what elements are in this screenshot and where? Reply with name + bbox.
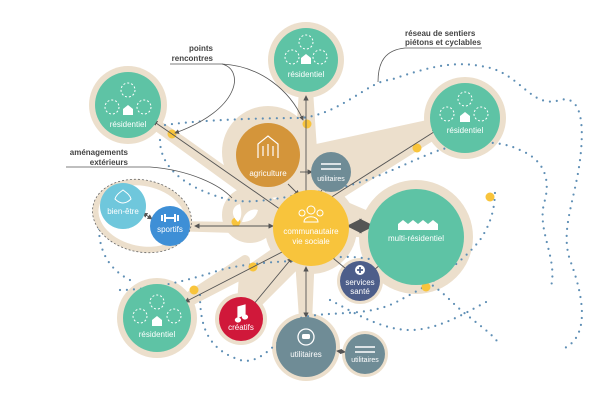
annotation-points-rencontres-line2: rencontres — [172, 54, 214, 63]
node-label: vie sociale — [292, 237, 330, 246]
node-label: créatifs — [228, 323, 254, 332]
node-label: agriculture — [249, 169, 287, 178]
node-multi-residentiel: multi-résidentiel — [368, 189, 464, 285]
meeting-point — [485, 192, 495, 202]
annotation-reseau-line2: piétons et cyclables — [405, 38, 482, 47]
node-residentiel-right: résidentiel — [430, 83, 500, 153]
node-bien-etre: bien-être — [100, 183, 146, 229]
dotted-path — [158, 138, 554, 292]
greenhouse-wheat-icon — [257, 135, 279, 158]
annotation-amenagements-line2: extérieurs — [90, 158, 129, 167]
node-residentiel-left: résidentiel — [95, 72, 161, 138]
node-label: santé — [350, 287, 370, 296]
node-label: multi-résidentiel — [388, 234, 444, 243]
annotation-points-rencontres-line1: points — [189, 44, 214, 53]
tools-icon — [355, 346, 375, 353]
leaf-icon — [232, 204, 258, 222]
node-label: communautaire — [283, 227, 339, 236]
dotted-path — [328, 298, 492, 332]
meeting-point — [421, 282, 431, 292]
music-note-icon — [234, 304, 249, 323]
dotted-path — [163, 63, 584, 352]
node-communautaire: communautaire vie sociale — [273, 190, 349, 266]
node-label: résidentiel — [110, 120, 147, 129]
node-label: résidentiel — [447, 126, 484, 135]
node-label: sportifs — [157, 225, 183, 234]
house-icon — [301, 54, 311, 64]
tools-icon — [321, 163, 341, 170]
annotation-leaders — [66, 47, 482, 199]
node-label: services — [345, 278, 374, 287]
node-label: utilitaires — [317, 176, 345, 183]
connections — [142, 95, 438, 355]
annotation-reseau-line1: réseau de sentiers — [405, 29, 476, 38]
node-residentiel-bottom: résidentiel — [123, 284, 191, 352]
lotus-icon — [114, 189, 132, 204]
car-recycle-icon — [297, 328, 315, 346]
houses-icon — [398, 220, 438, 230]
path-network — [97, 63, 584, 362]
node-label: résidentiel — [139, 330, 176, 339]
node-label: utilitaires — [290, 350, 322, 359]
node-residentiel-top: résidentiel — [274, 28, 338, 92]
annotation-amenagements-line1: aménagements — [70, 148, 129, 157]
node-services-sante: services santé — [340, 261, 380, 301]
people-icon — [298, 205, 324, 223]
node-label: utilitaires — [351, 357, 379, 364]
house-icon — [460, 112, 470, 122]
node-sportifs: sportifs — [150, 206, 190, 246]
dotted-path — [97, 213, 502, 347]
node-utilitaires-bottom: utilitaires — [276, 317, 336, 377]
node-agriculture: agriculture — [236, 123, 300, 187]
dumbbell-icon — [161, 214, 179, 222]
node-label: résidentiel — [288, 70, 325, 79]
node-utilitaires-small-top: utilitaires — [311, 152, 351, 192]
meeting-point — [412, 143, 422, 153]
house-icon — [152, 316, 162, 326]
node-creatifs: créatifs — [219, 297, 263, 341]
meeting-point — [189, 285, 199, 295]
node-utilitaires-small-bottom: utilitaires — [345, 334, 385, 374]
node-label: bien-être — [107, 207, 139, 216]
meeting-point — [302, 119, 312, 129]
house-icon — [123, 105, 133, 115]
